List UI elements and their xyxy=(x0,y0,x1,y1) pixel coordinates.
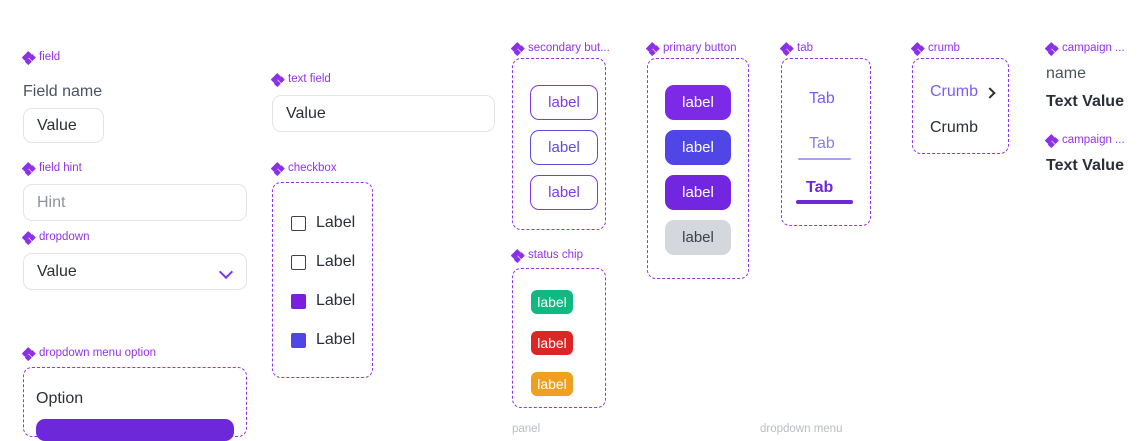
primary-button-frame xyxy=(647,58,749,279)
secondary-button-hover[interactable]: label xyxy=(530,130,598,165)
dropdown-value-text: Value xyxy=(37,262,77,280)
primary-button-pressed[interactable]: label xyxy=(665,175,731,210)
primary-button-label: label xyxy=(682,139,714,156)
breadcrumb-label: Crumb xyxy=(930,83,979,100)
dropdown-select[interactable]: Value xyxy=(23,253,247,290)
component-label-checkbox: checkbox xyxy=(270,161,337,176)
campaign-value-text: Text Value xyxy=(1046,157,1124,174)
status-chip-label: label xyxy=(537,335,567,351)
component-label-primary-button: primary button xyxy=(645,41,737,56)
checkbox-label: Label xyxy=(316,331,356,348)
text-field-value: Value xyxy=(286,104,326,122)
component-label-dropdown-menu-clipped: dropdown menu xyxy=(760,423,843,435)
breadcrumb-label: Crumb xyxy=(930,119,979,136)
design-system-canvas: field Field name Value field hint Hint d… xyxy=(0,0,1143,430)
breadcrumb-frame xyxy=(912,58,1009,154)
component-label-tab: tab xyxy=(779,41,813,56)
figma-component-icon xyxy=(645,41,660,56)
figma-component-icon xyxy=(910,41,925,56)
figma-component-icon xyxy=(270,72,285,87)
checkbox-icon-checked[interactable] xyxy=(291,293,306,309)
secondary-button-pressed[interactable]: label xyxy=(530,175,598,210)
component-label-campaign-value: campaign ... xyxy=(1044,133,1125,148)
checkbox-icon-checked[interactable] xyxy=(291,332,306,348)
primary-button-disabled[interactable]: label xyxy=(665,220,731,255)
chevron-right-icon xyxy=(985,87,995,97)
figma-component-icon xyxy=(510,248,525,263)
checkbox-item-3[interactable]: Label xyxy=(291,293,355,309)
text-field-input[interactable]: Value xyxy=(272,95,495,132)
primary-button-label: label xyxy=(682,94,714,111)
figma-component-icon xyxy=(270,161,285,176)
checkbox-label: Label xyxy=(316,292,356,309)
field-hint-placeholder: Hint xyxy=(37,193,66,211)
primary-button-default[interactable]: label xyxy=(665,85,731,120)
figma-component-icon xyxy=(1044,133,1059,148)
status-chip-error[interactable]: label xyxy=(531,331,573,355)
checkbox-group-frame xyxy=(272,182,373,378)
secondary-button-label: label xyxy=(548,94,580,111)
tab-group-frame xyxy=(781,58,871,226)
field-hint-input[interactable]: Hint xyxy=(23,184,247,221)
primary-button-label: label xyxy=(682,229,714,246)
field-value-text: Value xyxy=(37,116,77,134)
component-label-panel-clipped: panel xyxy=(512,423,541,435)
component-label-text-field: text field xyxy=(270,72,331,87)
checkbox-icon[interactable] xyxy=(291,215,306,231)
tab-active[interactable]: Tab xyxy=(806,179,834,196)
figma-component-icon xyxy=(21,346,36,361)
campaign-name-value: Text Value xyxy=(1046,93,1124,110)
component-label-field-hint: field hint xyxy=(21,161,82,176)
secondary-button-default[interactable]: label xyxy=(530,85,598,120)
checkbox-label: Label xyxy=(316,214,356,231)
primary-button-hover[interactable]: label xyxy=(665,130,731,165)
secondary-button-label: label xyxy=(548,184,580,201)
component-label-crumb: crumb xyxy=(910,41,960,56)
checkbox-item-2[interactable]: Label xyxy=(291,254,355,270)
component-label-campaign-name: campaign ... xyxy=(1044,41,1125,56)
component-label-secondary-button: secondary but... xyxy=(510,41,610,56)
breadcrumb-item-link[interactable]: Crumb xyxy=(930,84,995,100)
tab-active-underline xyxy=(796,200,853,204)
tab-hover-underline xyxy=(798,158,851,160)
status-chip-warning[interactable]: label xyxy=(531,372,573,396)
status-chip-frame xyxy=(512,268,606,408)
status-chip-label: label xyxy=(537,294,567,310)
figma-component-icon xyxy=(779,41,794,56)
checkbox-label: Label xyxy=(316,253,356,270)
dropdown-option-highlight[interactable] xyxy=(36,419,234,441)
checkbox-item-4[interactable]: Label xyxy=(291,332,355,348)
secondary-button-label: label xyxy=(548,139,580,156)
component-label-dropdown-menu-option: dropdown menu option xyxy=(21,346,156,361)
breadcrumb-item-current[interactable]: Crumb xyxy=(930,120,978,136)
component-label-status-chip: status chip xyxy=(510,248,583,263)
component-label-field: field xyxy=(21,50,60,65)
dropdown-option-text[interactable]: Option xyxy=(36,390,84,407)
field-value-input[interactable]: Value xyxy=(23,108,104,143)
status-chip-success[interactable]: label xyxy=(531,290,573,314)
checkbox-item-1[interactable]: Label xyxy=(291,215,355,231)
figma-component-icon xyxy=(1044,41,1059,56)
primary-button-label: label xyxy=(682,184,714,201)
figma-component-icon xyxy=(21,161,36,176)
secondary-button-frame xyxy=(512,58,606,230)
campaign-name-text: name xyxy=(1046,65,1087,82)
figma-component-icon xyxy=(21,230,36,245)
tab-default[interactable]: Tab xyxy=(809,90,835,107)
component-label-dropdown: dropdown xyxy=(21,230,90,245)
figma-component-icon xyxy=(510,41,525,56)
status-chip-label: label xyxy=(537,376,567,392)
chevron-down-icon[interactable] xyxy=(220,265,233,278)
checkbox-icon[interactable] xyxy=(291,254,306,270)
field-name-label: Field name xyxy=(23,83,103,100)
tab-hover[interactable]: Tab xyxy=(809,135,835,152)
figma-component-icon xyxy=(21,50,36,65)
